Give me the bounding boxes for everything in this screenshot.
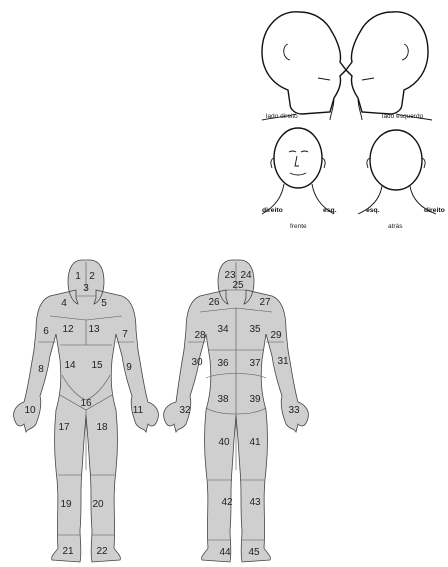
label-front: frente xyxy=(290,223,307,230)
front-region-5: 5 xyxy=(101,298,107,309)
front-region-2: 2 xyxy=(89,271,95,282)
back-region-32: 32 xyxy=(179,405,191,416)
back-region-41: 41 xyxy=(249,437,261,448)
back-region-45: 45 xyxy=(248,547,260,558)
label-back: atrás xyxy=(388,223,403,230)
front-region-1: 1 xyxy=(75,271,81,282)
front-region-6: 6 xyxy=(43,326,49,337)
label-back-left: esq. xyxy=(366,207,380,214)
front-region-20: 20 xyxy=(92,499,104,510)
front-region-7: 7 xyxy=(122,329,128,340)
front-region-12: 12 xyxy=(62,324,74,335)
label-right-side: lado direito xyxy=(266,113,298,120)
back-region-35: 35 xyxy=(249,324,261,335)
head-left-profile xyxy=(346,12,432,120)
back-region-42: 42 xyxy=(221,497,233,508)
back-region-39: 39 xyxy=(249,394,261,405)
head-back xyxy=(358,130,436,214)
label-back-right: direito xyxy=(424,207,445,214)
back-region-34: 34 xyxy=(217,324,229,335)
back-region-31: 31 xyxy=(277,356,289,367)
front-region-18: 18 xyxy=(96,422,108,433)
back-region-37: 37 xyxy=(249,358,261,369)
front-region-4: 4 xyxy=(61,298,67,309)
front-region-22: 22 xyxy=(96,546,108,557)
front-region-16: 16 xyxy=(80,398,92,409)
back-region-33: 33 xyxy=(288,405,300,416)
front-region-19: 19 xyxy=(60,499,72,510)
head-right-profile xyxy=(262,12,346,120)
back-region-27: 27 xyxy=(259,297,271,308)
back-region-28: 28 xyxy=(194,330,206,341)
front-region-17: 17 xyxy=(58,422,70,433)
back-region-26: 26 xyxy=(208,297,220,308)
front-region-13: 13 xyxy=(88,324,100,335)
front-region-3: 3 xyxy=(83,283,89,294)
back-region-44: 44 xyxy=(219,547,231,558)
back-region-25: 25 xyxy=(232,280,244,291)
front-region-14: 14 xyxy=(64,360,76,371)
front-region-21: 21 xyxy=(62,546,74,557)
back-region-38: 38 xyxy=(217,394,229,405)
back-region-36: 36 xyxy=(217,358,229,369)
back-region-30: 30 xyxy=(191,357,203,368)
label-front-right: direito xyxy=(262,207,283,214)
label-left-side: lado esquerdo xyxy=(382,113,424,120)
back-region-29: 29 xyxy=(270,330,282,341)
front-region-15: 15 xyxy=(91,360,103,371)
head-front xyxy=(262,128,334,214)
front-region-8: 8 xyxy=(38,364,44,375)
front-region-10: 10 xyxy=(24,405,36,416)
back-region-43: 43 xyxy=(249,497,261,508)
label-front-left: esq. xyxy=(323,207,337,214)
back-region-40: 40 xyxy=(218,437,230,448)
front-region-11: 11 xyxy=(133,405,144,416)
front-region-9: 9 xyxy=(126,362,132,373)
